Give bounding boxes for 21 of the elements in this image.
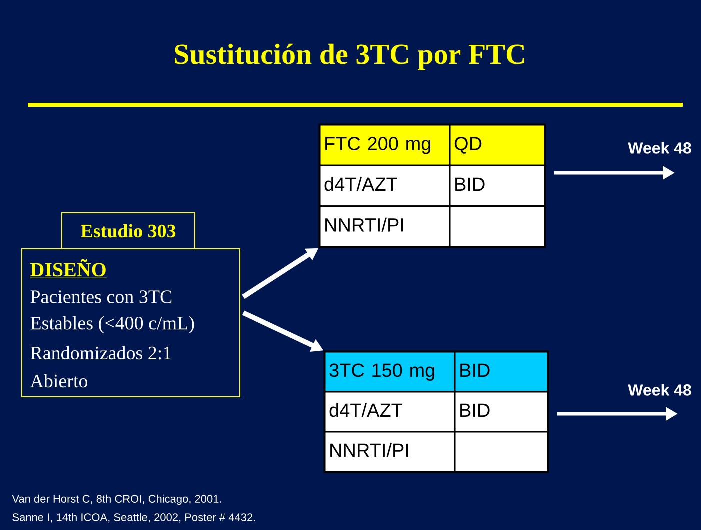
table-cell: NNRTI/PI (324, 431, 456, 473)
text-line: Randomizados 2:1 (30, 346, 172, 360)
heading: DISEÑO (30, 259, 108, 278)
table-cell: QD (449, 124, 546, 166)
text-line: Pacientes con 3TC (30, 290, 172, 304)
table-cell: NNRTI/PI (319, 206, 451, 248)
reference-note: Sanne I, 14th ICOA, Seattle, 2002, Poster # 4432. (12, 513, 256, 523)
table-cell: BID (449, 164, 546, 208)
title: Sustitución de 3TC por FTC (175, 44, 524, 70)
heading-box: Estudio 303 (62, 212, 196, 250)
edge-label: Week 48 (628, 142, 692, 154)
table-cell: FTC 200 mg (319, 124, 451, 166)
table-cell: BID (454, 351, 549, 393)
text-line: Estables (<400 c/mL) (30, 316, 194, 334)
table-cell: d4T/AZT (324, 391, 456, 433)
table-cell: 3TC 150 mg (324, 351, 456, 393)
table-cell: BID (454, 391, 549, 433)
table-cell: d4T/AZT (319, 164, 451, 208)
text-line: Abierto (30, 374, 88, 388)
edge-label: Week 48 (628, 384, 692, 396)
reference-note: Van der Horst C, 8th CROI, Chicago, 2001. (12, 494, 222, 506)
